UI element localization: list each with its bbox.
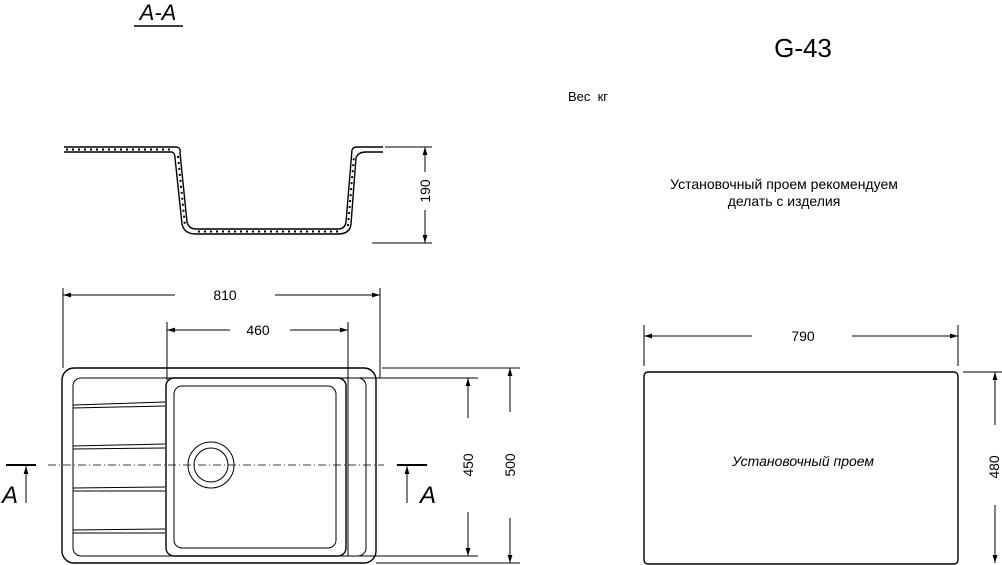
note-line-2: делать с изделия (728, 193, 841, 209)
svg-text:A: A (418, 482, 436, 509)
cutout-width-dimension: 790 (643, 325, 959, 366)
section-mark-right: A (397, 464, 436, 509)
svg-text:450: 450 (460, 453, 476, 477)
sink-plan-view (48, 367, 384, 564)
section-title: A-A (134, 0, 183, 27)
svg-text:460: 460 (246, 322, 270, 338)
svg-text:500: 500 (502, 453, 518, 477)
svg-text:190: 190 (417, 179, 433, 203)
width-dimension: 810 (62, 287, 381, 378)
weight-label: Вес кг (568, 89, 608, 104)
cutout-view: Установочный проем (643, 371, 959, 565)
model-name: G-43 (774, 33, 832, 63)
note-line-1: Установочный проем рекомендуем (670, 176, 898, 192)
svg-text:790: 790 (791, 328, 815, 344)
drainboard-ribs (72, 401, 166, 534)
svg-text:810: 810 (213, 287, 237, 303)
bowl-depth-dimension: 450 (350, 377, 478, 557)
depth-dimension: 190 (372, 146, 433, 244)
cutout-label: Установочный проем (731, 453, 874, 469)
sink-depth-dimension: 500 (376, 367, 520, 564)
sink-section-profile (64, 146, 383, 235)
cutout-height-dimension: 480 (963, 371, 1002, 563)
svg-text:A-A: A-A (138, 0, 177, 25)
section-mark-left: A (0, 464, 36, 509)
svg-text:480: 480 (986, 455, 1002, 479)
bowl-width-dimension: 460 (166, 322, 349, 556)
svg-text:A: A (0, 482, 18, 509)
